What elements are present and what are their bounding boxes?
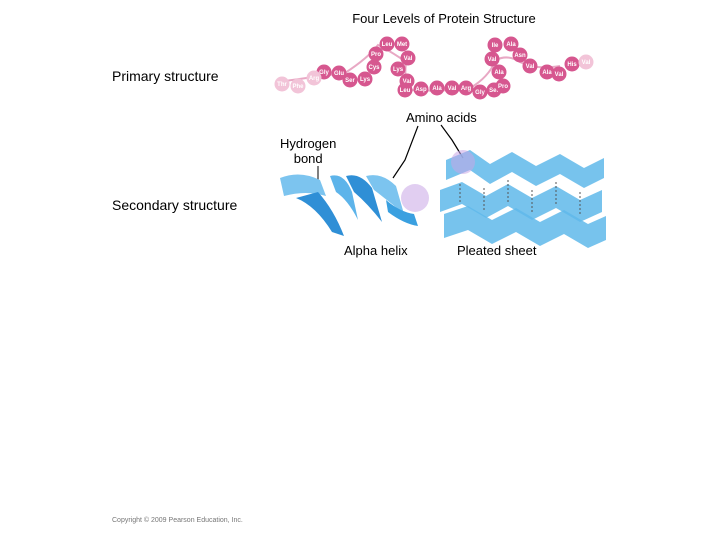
diagram-title: Four Levels of Protein Structure	[352, 11, 536, 26]
amino-acid-bead-label: Arg	[309, 76, 320, 82]
amino-acid-bead-label: Val	[526, 64, 535, 70]
amino-acid-bead	[400, 50, 416, 66]
amino-acid-bead-label: Ala	[432, 86, 442, 92]
amino-acid-bead-label: Ile	[492, 43, 499, 49]
amino-acid-bead-label: Glu	[334, 71, 344, 77]
amino-acid-bead-label: Arg	[461, 86, 472, 92]
amino-acid-bead	[306, 70, 322, 86]
amino-acid-bead	[551, 66, 567, 82]
amino-acid-bead-label: Val	[403, 79, 412, 85]
amino-acid-bead	[397, 82, 413, 98]
amino-acid-bead	[564, 56, 580, 72]
alpha-helix-label: Alpha helix	[344, 243, 408, 258]
pleated-sheet-ribbon	[440, 150, 606, 248]
amino-acid-bead	[366, 59, 382, 75]
amino-acid-highlight-helix	[401, 184, 429, 212]
helix-ribbon-segment-4	[346, 175, 382, 222]
amino-acid-bead	[290, 78, 306, 94]
amino-acid-bead	[429, 80, 445, 96]
amino-acid-bead-label: Asn	[514, 53, 526, 59]
amino-acid-bead	[491, 64, 507, 80]
amino-acid-bead	[578, 54, 594, 70]
amino-acid-bead	[539, 64, 555, 80]
amino-acid-bead-label: Met	[397, 42, 407, 48]
helix-ribbon-segment-5	[366, 175, 404, 214]
pleated-sheet-label: Pleated sheet	[457, 243, 537, 258]
amino-acid-bead-label: Val	[582, 60, 591, 66]
amino-acid-bead	[368, 46, 384, 62]
amino-acid-pointer-line-left	[392, 125, 419, 179]
hydrogen-bond-label: Hydrogen bond	[280, 136, 336, 166]
amino-acid-bead-label: Leu	[400, 88, 411, 94]
amino-acid-bead	[503, 36, 519, 52]
amino-acid-bead-label: Ser	[345, 78, 355, 84]
amino-acid-bead-label: Cys	[368, 65, 380, 71]
amino-acid-bead-label: Phe	[292, 84, 304, 90]
amino-acid-highlight-sheet	[451, 150, 475, 174]
amino-acid-bead-label: Pro	[498, 84, 508, 90]
amino-acid-bead	[458, 80, 474, 96]
amino-acid-bead	[444, 80, 460, 96]
amino-acid-bead-label: Val	[555, 72, 564, 78]
alpha-helix-ribbon	[280, 174, 418, 236]
amino-acid-bead	[390, 61, 406, 77]
amino-acid-bead	[331, 65, 347, 81]
amino-acid-bead-label: Lys	[360, 77, 371, 83]
amino-acid-bead-label: Leu	[382, 42, 393, 48]
amino-acid-bead-label: Ala	[494, 70, 504, 76]
amino-acid-bead	[512, 47, 528, 63]
sheet-strand-middle	[440, 182, 602, 222]
amino-acids-label: Amino acids	[406, 110, 477, 125]
secondary-structure-label: Secondary structure	[112, 197, 238, 213]
amino-acid-bead	[394, 36, 410, 52]
amino-acid-bead-label: Ser	[489, 88, 499, 94]
primary-structure-label: Primary structure	[112, 68, 219, 84]
hydrogen-bond-label-line2: bond	[293, 151, 323, 166]
amino-acid-bead	[522, 58, 538, 74]
amino-acid-bead	[379, 36, 395, 52]
amino-acid-bead-label: Thr	[277, 82, 287, 88]
helix-ribbon-segment-2	[296, 192, 344, 236]
amino-acid-bead-label: Val	[448, 86, 457, 92]
amino-acid-bead	[472, 84, 488, 100]
amino-acid-bead-label: Val	[488, 57, 497, 63]
amino-acid-bead-label: Ala	[506, 42, 516, 48]
sheet-strand-bottom	[444, 206, 606, 248]
amino-acid-bead	[357, 71, 373, 87]
amino-acid-bead-label: Ala	[542, 70, 552, 76]
amino-acid-bead-label: His	[567, 62, 577, 68]
amino-acid-bead	[484, 51, 500, 67]
amino-acid-bead-label: Pro	[371, 52, 381, 58]
amino-acid-bead	[342, 72, 358, 88]
amino-acid-bead-label: Val	[404, 56, 413, 62]
helix-ribbon-segment-3	[330, 175, 358, 220]
helix-ribbon-segment-1	[280, 174, 326, 196]
amino-acid-bead	[487, 37, 503, 53]
amino-acid-bead-label: Gly	[475, 90, 485, 96]
copyright-notice: Copyright © 2009 Pearson Education, Inc.	[112, 517, 243, 524]
sheet-strand-top	[446, 150, 604, 188]
amino-acid-bead	[413, 81, 429, 97]
sheet-hbond-dots-1	[459, 180, 581, 214]
amino-acid-bead-label: Asp	[415, 87, 427, 93]
amino-acid-bead-label: Gly	[319, 70, 329, 76]
hydrogen-bond-label-line1: Hydrogen	[280, 136, 337, 151]
amino-acid-bead-label: Lys	[393, 67, 404, 73]
amino-acid-bead	[274, 76, 290, 92]
amino-acid-bead	[495, 78, 511, 94]
helix-ribbon-segment-6	[386, 200, 418, 226]
